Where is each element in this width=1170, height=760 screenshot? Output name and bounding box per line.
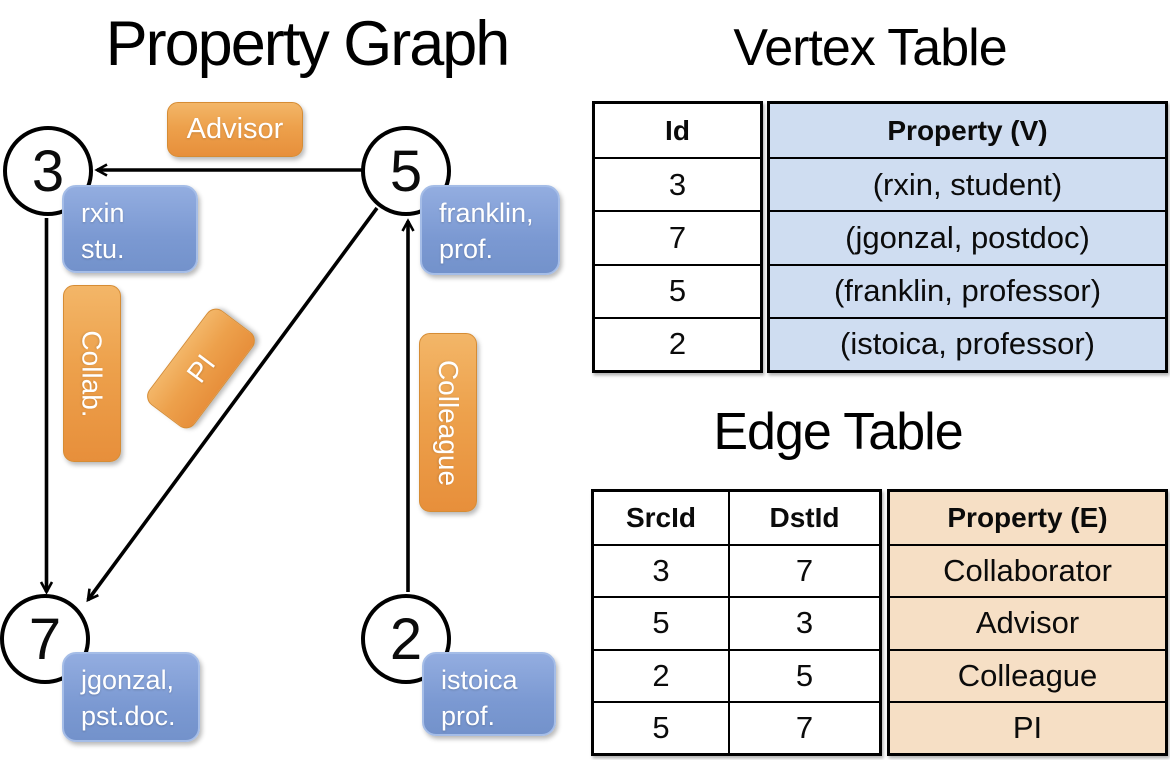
vertex-id: 3 bbox=[31, 138, 65, 204]
vertex-id: 7 bbox=[28, 606, 62, 672]
vertex-node-2: 2 bbox=[361, 594, 451, 684]
edge-label-text: Advisor bbox=[186, 113, 284, 145]
vertex-table-cell: 3 bbox=[595, 157, 760, 210]
edge-table-cell: PI bbox=[890, 700, 1165, 753]
vertex-property-label-2: istoica prof. bbox=[422, 652, 556, 736]
edge-table-cell: Colleague bbox=[890, 648, 1165, 701]
edge-table-dstid-header: DstId bbox=[728, 492, 879, 545]
vertex-table-cell: 2 bbox=[595, 316, 760, 370]
property-graph-title: Property Graph bbox=[105, 9, 511, 79]
vertex-table-cell: (jgonzal, postdoc) bbox=[770, 210, 1165, 263]
label-line: istoica bbox=[441, 665, 518, 695]
edge-table-property-column: Property (E) Collaborator Advisor Collea… bbox=[887, 489, 1168, 756]
vertex-table-cell: (rxin, student) bbox=[770, 157, 1165, 210]
vertex-table-cell: (istoica, professor) bbox=[770, 316, 1165, 370]
vertex-id: 5 bbox=[389, 138, 423, 204]
vertex-table-property-column: Property (V) (rxin, student) (jgonzal, p… bbox=[767, 101, 1168, 373]
vertex-node-5: 5 bbox=[361, 126, 451, 216]
edge-table-cell: 5 bbox=[594, 596, 728, 648]
vertex-id: 2 bbox=[389, 606, 423, 672]
vertex-property-label-7: jgonzal, pst.doc. bbox=[62, 652, 200, 742]
edge-label-text: Collab. bbox=[77, 329, 109, 418]
edge-table-id-columns: SrcId DstId 3 7 5 3 2 5 5 7 bbox=[591, 489, 882, 756]
label-line: pst.doc. bbox=[81, 701, 176, 731]
vertex-table-id-header: Id bbox=[665, 114, 690, 146]
edge-table-cell: Collaborator bbox=[890, 544, 1165, 596]
edge-table-cell: 2 bbox=[594, 648, 728, 701]
edge-table-cell: 5 bbox=[594, 700, 728, 753]
edge-table-cell: 5 bbox=[728, 648, 879, 701]
edge-table-cell: 7 bbox=[728, 700, 879, 753]
edge-pi-5-to-7 bbox=[86, 206, 379, 603]
label-line: prof. bbox=[441, 701, 496, 731]
edge-label-text: PI bbox=[180, 348, 221, 389]
edge-label-colleague: Colleague bbox=[419, 333, 477, 512]
graph-edges-layer bbox=[39, 163, 415, 603]
label-line: rxin bbox=[81, 198, 125, 228]
edge-table-cell: 7 bbox=[728, 544, 879, 597]
edge-label-collab: Collab. bbox=[63, 285, 121, 462]
edge-table-title: Edge Table bbox=[713, 403, 963, 461]
edge-table-cell: 3 bbox=[728, 596, 879, 649]
label-line: prof. bbox=[439, 234, 494, 264]
label-line: stu. bbox=[81, 234, 125, 264]
vertex-property-label-3: rxin stu. bbox=[62, 185, 198, 273]
vertex-table-cell: 7 bbox=[595, 210, 760, 263]
label-line: jgonzal, bbox=[81, 665, 175, 695]
vertex-property-label-5: franklin, prof. bbox=[420, 185, 560, 275]
vertex-table-cell: 5 bbox=[595, 263, 760, 317]
vertex-table-title: Vertex Table bbox=[733, 19, 1007, 77]
edge-table-srcid-header: SrcId bbox=[625, 502, 697, 534]
edge-table-cell: 3 bbox=[594, 544, 728, 596]
vertex-table-property-header: Property (V) bbox=[887, 114, 1048, 146]
vertex-table-cell: (franklin, professor) bbox=[770, 263, 1165, 317]
edge-table-property-header: Property (E) bbox=[947, 502, 1108, 534]
label-line: franklin, bbox=[439, 198, 534, 228]
edge-label-advisor: Advisor bbox=[167, 102, 303, 157]
vertex-table-id-column: Id 3 7 5 2 bbox=[592, 101, 763, 373]
edge-table-cell: Advisor bbox=[890, 596, 1165, 648]
edge-label-text: Colleague bbox=[433, 359, 465, 486]
